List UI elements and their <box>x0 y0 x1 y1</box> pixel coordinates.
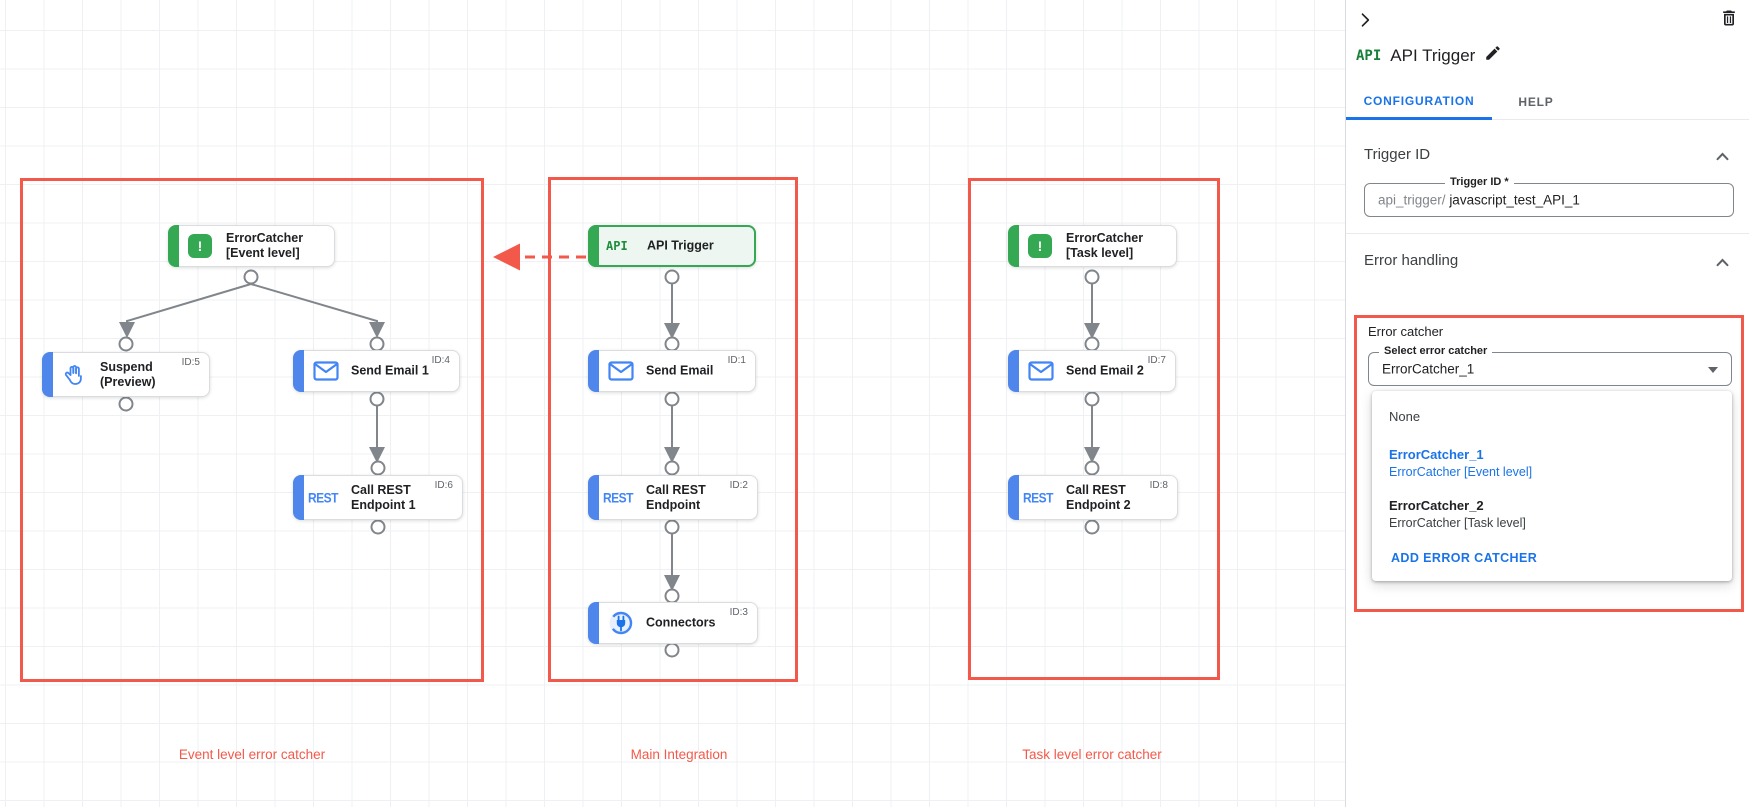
node-errorcatcher-event-level[interactable]: ! ErrorCatcher [Event level] <box>168 225 335 267</box>
add-error-catcher-button[interactable]: ADD ERROR CATCHER <box>1391 551 1538 565</box>
option-errorcatcher-1[interactable]: ErrorCatcher_1 ErrorCatcher [Event level… <box>1372 441 1732 486</box>
option-none[interactable]: None <box>1389 409 1421 424</box>
node-label: Call REST Endpoint 2 <box>1066 482 1131 512</box>
node-id-badge: ID:3 <box>729 607 748 618</box>
dropdown-caret-icon <box>1708 367 1718 373</box>
collapse-panel-icon[interactable] <box>1355 10 1375 35</box>
error-catcher-icon: ! <box>1028 234 1052 258</box>
node-id-badge: ID:2 <box>729 480 748 491</box>
node-accent-bar <box>1008 225 1019 267</box>
node-accent-bar <box>168 225 179 267</box>
rest-icon: REST <box>1023 489 1054 506</box>
error-catcher-icon: ! <box>188 234 212 258</box>
node-errorcatcher-task-level[interactable]: ! ErrorCatcher [Task level] <box>1008 225 1177 267</box>
group-label-task-level: Task level error catcher <box>1022 747 1162 762</box>
node-label: API Trigger <box>647 238 714 253</box>
integration-canvas[interactable]: ! ErrorCatcher [Event level] ID:5 Suspen… <box>0 0 1345 807</box>
node-call-rest-endpoint-2[interactable]: REST ID:8 Call REST Endpoint 2 <box>1008 475 1178 520</box>
group-box-task-level <box>968 178 1220 680</box>
node-suspend[interactable]: ID:5 Suspend (Preview) <box>42 352 210 397</box>
node-send-email-1[interactable]: ID:4 Send Email 1 <box>293 350 460 392</box>
node-label: Suspend (Preview) <box>100 359 156 389</box>
option-subtitle: ErrorCatcher [Task level] <box>1389 516 1526 530</box>
error-catcher-select[interactable]: Select error catcher ErrorCatcher_1 <box>1368 345 1732 386</box>
trigger-id-prefix: api_trigger/ <box>1378 192 1446 208</box>
api-trigger-logo: API <box>1356 47 1382 64</box>
option-name: ErrorCatcher_2 <box>1389 498 1484 513</box>
error-catcher-label: Error catcher <box>1368 324 1444 339</box>
tab-configuration[interactable]: CONFIGURATION <box>1346 84 1492 120</box>
node-send-email[interactable]: ID:1 Send Email <box>588 350 756 392</box>
node-label: Send Email <box>646 363 714 378</box>
node-id-badge: ID:8 <box>1149 480 1168 491</box>
option-errorcatcher-2[interactable]: ErrorCatcher_2 ErrorCatcher [Task level] <box>1372 492 1732 537</box>
node-id-badge: ID:6 <box>434 480 453 491</box>
node-connectors[interactable]: ID:3 Connectors <box>588 602 758 644</box>
edit-title-icon[interactable] <box>1484 44 1502 67</box>
section-error-handling: Error handling <box>1364 252 1459 269</box>
group-label-event-level: Event level error catcher <box>178 747 326 762</box>
option-name: ErrorCatcher_1 <box>1389 447 1484 462</box>
node-label: Connectors <box>646 615 716 630</box>
connectors-icon <box>608 610 634 636</box>
node-accent-bar <box>588 602 599 644</box>
group-box-event-level <box>20 178 484 682</box>
email-icon <box>1028 361 1054 381</box>
trigger-id-field-label: Trigger ID * <box>1445 176 1514 188</box>
error-catcher-select-label: Select error catcher <box>1379 345 1493 357</box>
node-accent-bar <box>42 352 53 397</box>
error-catcher-highlight-box <box>1354 315 1744 612</box>
api-icon: API <box>606 239 628 253</box>
email-icon <box>608 361 634 381</box>
chevron-up-icon[interactable] <box>1716 148 1729 166</box>
node-call-rest-endpoint-1[interactable]: REST ID:6 Call REST Endpoint 1 <box>293 475 463 520</box>
node-id-badge: ID:4 <box>431 355 450 366</box>
divider <box>1346 233 1749 234</box>
node-label: ErrorCatcher [Event level] <box>226 231 304 260</box>
node-accent-bar <box>293 350 304 392</box>
node-accent-bar <box>588 475 599 520</box>
node-id-badge: ID:5 <box>181 357 200 368</box>
node-accent-bar <box>293 475 304 520</box>
email-icon <box>313 361 339 381</box>
node-label: Call REST Endpoint 1 <box>351 482 416 512</box>
node-label: Call REST Endpoint <box>646 482 706 512</box>
panel-title: API Trigger <box>1390 45 1476 65</box>
chevron-up-icon[interactable] <box>1716 254 1729 272</box>
trigger-id-value: javascript_test_API_1 <box>1449 192 1580 208</box>
node-label: Send Email 2 <box>1066 363 1144 378</box>
panel-tabs: CONFIGURATION HELP <box>1346 84 1749 120</box>
config-panel: API API Trigger CONFIGURATION HELP Trigg… <box>1345 0 1749 807</box>
node-send-email-2[interactable]: ID:7 Send Email 2 <box>1008 350 1176 392</box>
hand-icon <box>62 363 86 387</box>
rest-icon: REST <box>603 489 634 506</box>
section-trigger-id: Trigger ID <box>1364 146 1431 163</box>
node-accent-bar <box>1008 475 1019 520</box>
node-call-rest-endpoint[interactable]: REST ID:2 Call REST Endpoint <box>588 475 758 520</box>
node-api-trigger[interactable]: API API Trigger <box>588 225 756 267</box>
tab-help[interactable]: HELP <box>1518 95 1554 109</box>
node-id-badge: ID:7 <box>1147 355 1166 366</box>
trigger-id-field[interactable]: Trigger ID * api_trigger/ javascript_tes… <box>1364 176 1734 217</box>
option-subtitle: ErrorCatcher [Event level] <box>1389 465 1533 479</box>
node-accent-bar <box>1008 350 1019 392</box>
node-accent-bar <box>588 350 599 392</box>
rest-icon: REST <box>308 489 339 506</box>
delete-trigger-icon[interactable] <box>1719 8 1739 33</box>
node-label: ErrorCatcher [Task level] <box>1066 231 1144 260</box>
error-catcher-selected-value: ErrorCatcher_1 <box>1382 361 1475 377</box>
node-accent-bar <box>588 225 599 267</box>
group-box-main-integration <box>548 177 798 682</box>
node-label: Send Email 1 <box>351 363 429 378</box>
error-catcher-dropdown-menu: None ErrorCatcher_1 ErrorCatcher [Event … <box>1372 391 1732 581</box>
group-label-main-integration: Main Integration <box>630 747 728 762</box>
node-id-badge: ID:1 <box>727 355 746 366</box>
